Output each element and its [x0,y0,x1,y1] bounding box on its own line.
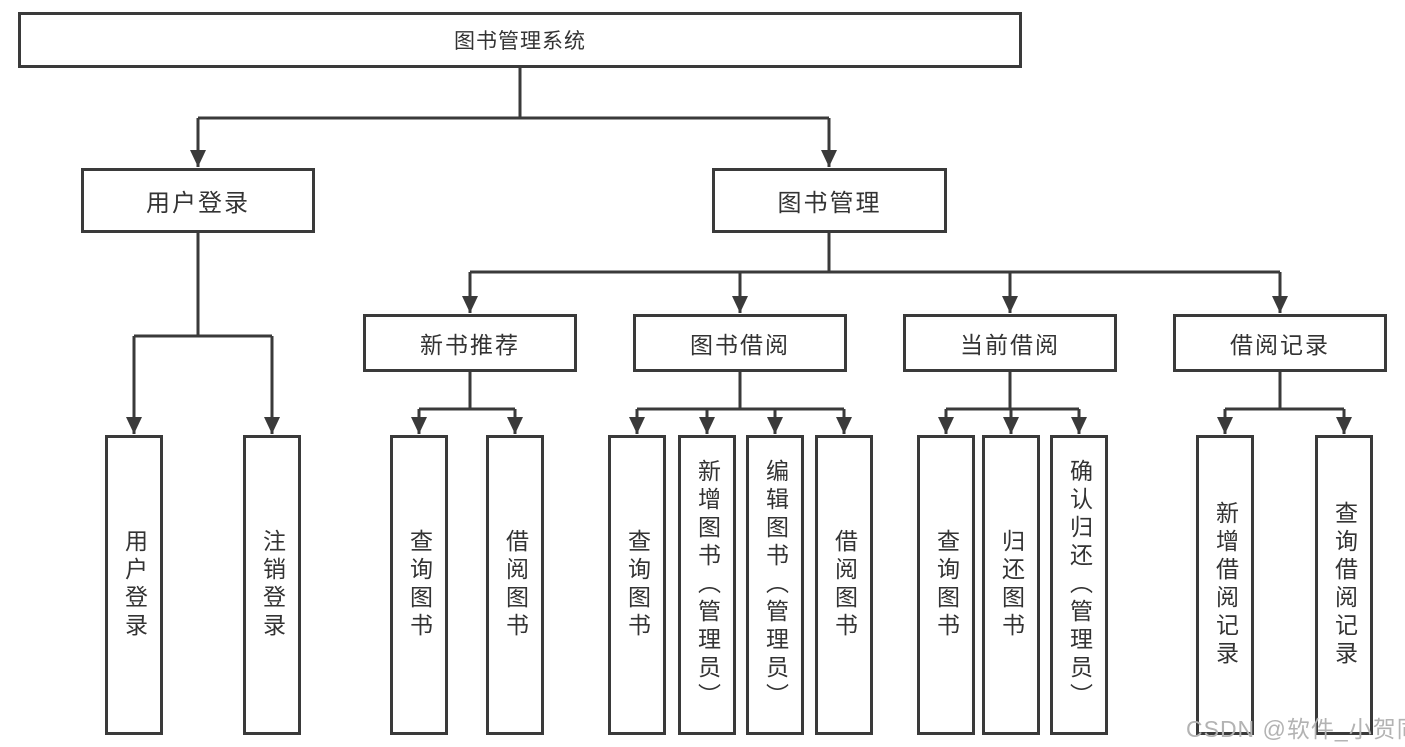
leaf-add-borrow-record: 新增借阅记录 [1196,435,1254,735]
leaf-confirm-return-admin: 确认归还（管理员） [1050,435,1108,735]
leaf-add-book-admin: 新增图书（管理员） [678,435,736,735]
node-current-borrow: 当前借阅 [903,314,1117,372]
node-new-book-recommend: 新书推荐 [363,314,577,372]
node-library-management-system: 图书管理系统 [18,12,1022,68]
leaf-recommend-borrow-books: 借阅图书 [486,435,544,735]
leaf-recommend-query-books: 查询图书 [390,435,448,735]
leaf-logout: 注销登录 [243,435,301,735]
leaf-edit-book-admin: 编辑图书（管理员） [746,435,804,735]
leaf-borrow-query-books: 查询图书 [608,435,666,735]
node-borrow-records: 借阅记录 [1173,314,1387,372]
node-user-login-branch: 用户登录 [81,168,315,233]
leaf-return-book: 归还图书 [982,435,1040,735]
csdn-watermark: CSDN @软件_小贺同学 [1186,716,1405,742]
leaf-current-query-books: 查询图书 [917,435,975,735]
leaf-user-login: 用户登录 [105,435,163,735]
node-book-management-branch: 图书管理 [712,168,947,233]
leaf-borrow-book: 借阅图书 [815,435,873,735]
leaf-query-borrow-record: 查询借阅记录 [1315,435,1373,735]
node-book-borrow: 图书借阅 [633,314,847,372]
